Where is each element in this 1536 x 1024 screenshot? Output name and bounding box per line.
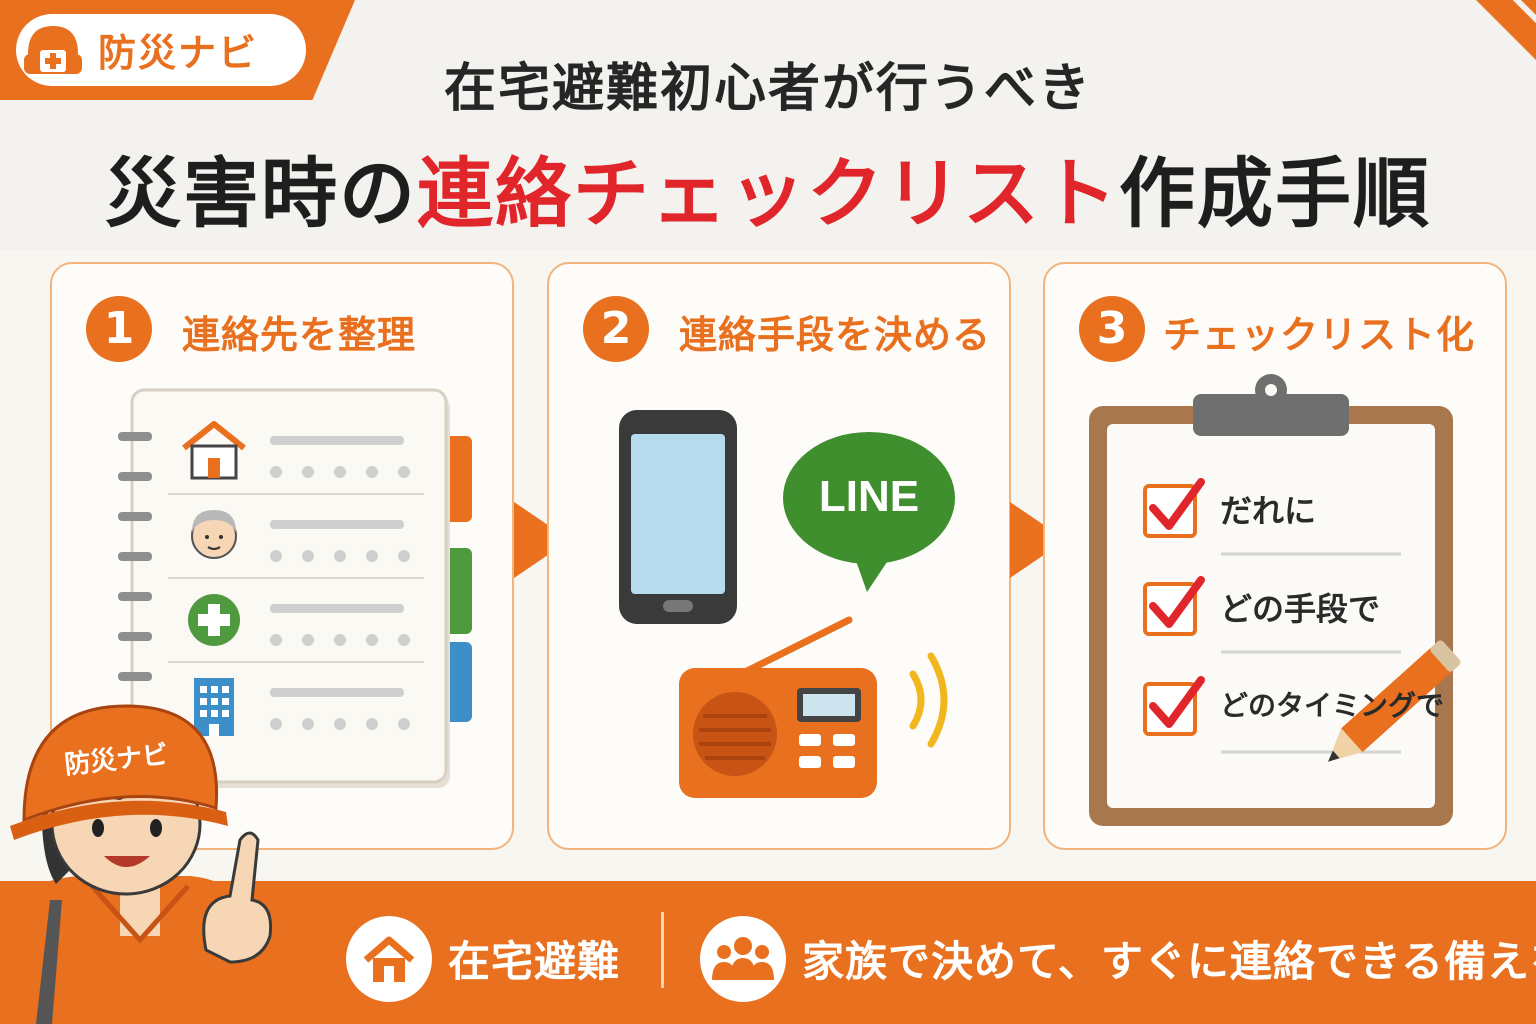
checklist-item: どのタイミングで — [1220, 689, 1445, 722]
smartphone-icon — [619, 410, 737, 624]
title-suffix: 作成手順 — [1119, 149, 1431, 238]
office-building-icon — [194, 678, 234, 736]
title-prefix: 災害時の — [105, 149, 417, 238]
title-highlight: 連絡チェックリスト — [417, 149, 1119, 238]
step-number: 2 — [583, 296, 649, 362]
page-title: 災害時の連絡チェックリスト作成手順 — [0, 132, 1536, 242]
step-number: 3 — [1079, 296, 1145, 362]
line-chat-icon — [783, 432, 955, 592]
house-icon — [363, 936, 415, 982]
checklist-item: だれに — [1220, 492, 1317, 530]
communication-tools-illustration — [619, 410, 955, 798]
house-icon-badge — [346, 916, 432, 1002]
step-title: 連絡手段を決める — [679, 313, 992, 357]
step-title: チェックリスト化 — [1163, 313, 1476, 357]
footer-divider — [661, 912, 664, 988]
page-subtitle: 在宅避難初心者が行うべき — [443, 59, 1092, 119]
radio-icon — [679, 616, 877, 798]
step-title: 連絡先を整理 — [182, 313, 417, 357]
footer-label-right: 家族で決めて、すぐに連絡できる備えを — [802, 937, 1536, 986]
checkbox-icon — [1143, 676, 1205, 736]
pencil-icon — [1328, 640, 1461, 762]
footer-label-left: 在宅避難 — [448, 937, 621, 986]
contact-notebook-illustration — [118, 388, 472, 788]
clipboard-illustration — [1089, 374, 1461, 826]
medical-cross-icon — [188, 594, 240, 646]
step-card-2: 2 連絡手段を決める — [547, 262, 1011, 850]
family-icon — [712, 937, 774, 980]
checklist-item: どの手段で — [1220, 590, 1381, 628]
house-icon — [182, 421, 246, 480]
checkbox-icon — [1143, 576, 1205, 636]
step-card-3: 3 チェックリスト化 だれに どの手段で どのタイ — [1043, 262, 1507, 850]
step-number: 1 — [86, 296, 152, 362]
checkbox-icon — [1143, 478, 1205, 538]
elderly-person-icon — [191, 510, 237, 559]
line-label: LINE — [818, 472, 920, 521]
brand-name: 防災ナビ — [98, 31, 259, 75]
step-card-1: 1 連絡先を整理 — [50, 262, 514, 850]
family-icon-badge — [700, 916, 786, 1002]
signal-waves-icon — [909, 652, 948, 748]
helmet-medical-icon — [24, 26, 82, 74]
mascot-character — [0, 704, 280, 1024]
